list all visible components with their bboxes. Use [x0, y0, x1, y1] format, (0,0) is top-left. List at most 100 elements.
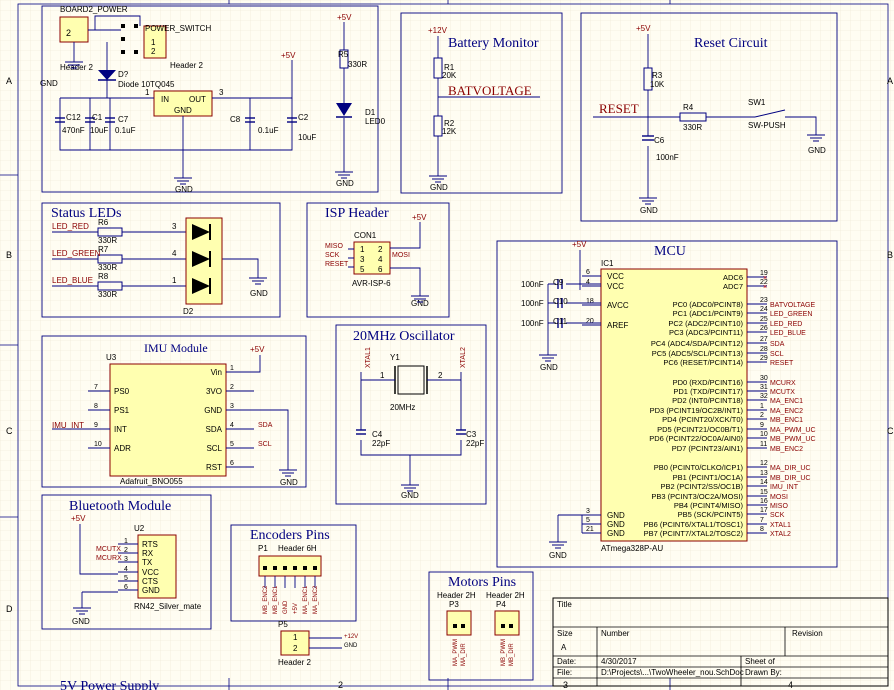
- svg-text:2: 2: [66, 28, 71, 38]
- svg-text:R7: R7: [98, 245, 109, 254]
- imu-pin-name: 3VO: [206, 387, 222, 396]
- svg-text:RN42_Silver_mate: RN42_Silver_mate: [134, 602, 202, 611]
- svg-text:4: 4: [378, 255, 383, 264]
- header-pin: [283, 566, 287, 570]
- battery-monitor-title: Battery Monitor: [448, 36, 539, 51]
- mcu-pin-number: 28: [760, 346, 768, 353]
- no-connect-icon: ×: [763, 284, 767, 291]
- reset-circuit-title: Reset Circuit: [694, 36, 768, 51]
- svg-text:100nF: 100nF: [521, 280, 544, 289]
- mcu-pin-number: 8: [760, 526, 764, 533]
- svg-text:GND: GND: [808, 146, 826, 155]
- svg-text:U3: U3: [106, 353, 117, 362]
- mcu-pin-number: 32: [760, 393, 768, 400]
- mcu-net-label: MOSI: [770, 494, 788, 501]
- imu-pin-number: 7: [94, 384, 98, 391]
- mcu-port-name: PB5 (SCK/PCINT5): [678, 510, 744, 519]
- svg-text:12K: 12K: [442, 127, 457, 136]
- imu-pin-number: 3: [230, 403, 234, 410]
- battery-monitor-block: Battery Monitor +12V R1 20K R2 12K BATVO…: [400, 12, 563, 194]
- no-connect-icon: ×: [763, 275, 767, 282]
- svg-text:D2: D2: [183, 307, 194, 316]
- svg-text:C1: C1: [92, 113, 103, 122]
- imu-pin-name: INT: [114, 425, 127, 434]
- power-supply-block: BOARD2_POWER 2 Header 2 POWER_SWITCH 1 2…: [40, 5, 386, 194]
- mcu-port-name: PB4 (PCINT4/MISO): [674, 501, 744, 510]
- svg-text:330R: 330R: [98, 290, 117, 299]
- net-led-green: LED_GREEN: [52, 249, 101, 258]
- svg-text:1: 1: [172, 276, 177, 285]
- svg-text:10uF: 10uF: [90, 126, 108, 135]
- mcu-net-label: BATVOLTAGE: [770, 302, 815, 309]
- bt-pin-name: CTS: [142, 577, 158, 586]
- mcu-pin-number: 2: [760, 412, 764, 419]
- svg-text:C4: C4: [372, 430, 383, 439]
- svg-text:R8: R8: [98, 272, 109, 281]
- mcu-pin-name: GND: [607, 520, 625, 529]
- mcu-port-name: PD6 (PCINT22/OC0A/AIN0): [649, 434, 743, 443]
- svg-text:0.1uF: 0.1uF: [258, 126, 279, 135]
- mcu-port-name: PD2 (INT0/PCINT18): [672, 396, 743, 405]
- mcu-port-name: PD5 (PCINT21/OC0B/T1): [657, 425, 743, 434]
- svg-text:+12V: +12V: [428, 26, 448, 35]
- mcu-net-label: LED_GREEN: [770, 311, 812, 318]
- svg-text:GND: GND: [640, 206, 658, 215]
- mcu-pin-number: 31: [760, 384, 768, 391]
- mcu-pin-number: 6: [586, 269, 590, 276]
- svg-text:10K: 10K: [650, 80, 665, 89]
- encoder-net-label: GND: [283, 600, 289, 614]
- motors-pins-block: Motors Pins Header 2H Header 2H P3 P4 MA…: [428, 571, 534, 681]
- imu-pin-name: Vin: [211, 368, 222, 377]
- mcu-pin-number: 9: [760, 422, 764, 429]
- svg-text:100nF: 100nF: [521, 299, 544, 308]
- mcu-port-name: PD7 (PCINT23/AIN1): [672, 444, 744, 453]
- imu-pin-number: 4: [230, 422, 234, 429]
- svg-text:2: 2: [151, 47, 156, 56]
- svg-text:Revision: Revision: [792, 629, 823, 638]
- imu-pin-name: SDA: [206, 425, 223, 434]
- mcu-pin-name: VCC: [607, 282, 624, 291]
- mcu-pin-number: 11: [760, 441, 767, 448]
- mcu-net-label: MB_ENC2: [770, 446, 803, 453]
- mcu-port-name: PD1 (TXD/PCINT17): [673, 387, 743, 396]
- svg-text:10uF: 10uF: [298, 133, 316, 142]
- batvoltage-net: BATVOLTAGE: [448, 83, 532, 98]
- svg-text:C9: C9: [553, 278, 564, 287]
- motors-pins-title: Motors Pins: [448, 575, 516, 590]
- mcu-port-name: PC4 (ADC4/SDA/PCINT12): [651, 339, 744, 348]
- header-pin: [293, 566, 297, 570]
- mcu-pin-number: 15: [760, 489, 768, 496]
- mcu-pin-name: GND: [607, 529, 625, 538]
- mcu-net-label: LED_RED: [770, 321, 802, 328]
- imu-pin-name: GND: [204, 406, 222, 415]
- svg-text:IN: IN: [161, 95, 169, 104]
- svg-text:C7: C7: [118, 115, 129, 124]
- mcu-pin-number: 17: [760, 507, 768, 514]
- svg-text:330R: 330R: [98, 263, 117, 272]
- svg-text:Date:: Date:: [557, 657, 576, 666]
- svg-text:R1: R1: [444, 63, 455, 72]
- mcu-pin-number: 26: [760, 325, 768, 332]
- mcu-pin-number: 7: [760, 517, 764, 524]
- status-leds-title: Status LEDs: [51, 206, 121, 221]
- encoder-net-label: MB_ENC1: [273, 585, 279, 614]
- svg-text:U2: U2: [134, 524, 145, 533]
- svg-text:+5V: +5V: [572, 240, 587, 249]
- svg-text:File:: File:: [557, 668, 572, 677]
- mcu-pin-number: 1: [760, 403, 764, 410]
- imu-pin-number: 1: [230, 365, 234, 372]
- svg-text:3: 3: [219, 88, 224, 97]
- svg-text:IMU_INT: IMU_INT: [52, 421, 84, 430]
- isp-header-title: ISP Header: [325, 206, 389, 221]
- svg-text:P5: P5: [278, 620, 288, 629]
- power-5v-label: +5V: [281, 51, 296, 60]
- mcu-port-name: ADC7: [723, 282, 743, 291]
- board2-power-label: BOARD2_POWER: [60, 5, 128, 14]
- mcu-net-label: MA_ENC1: [770, 398, 803, 405]
- svg-text:AVR-ISP-6: AVR-ISP-6: [352, 279, 391, 288]
- mcu-pin-number: 10: [760, 431, 768, 438]
- mcu-pin-number: 21: [586, 526, 594, 533]
